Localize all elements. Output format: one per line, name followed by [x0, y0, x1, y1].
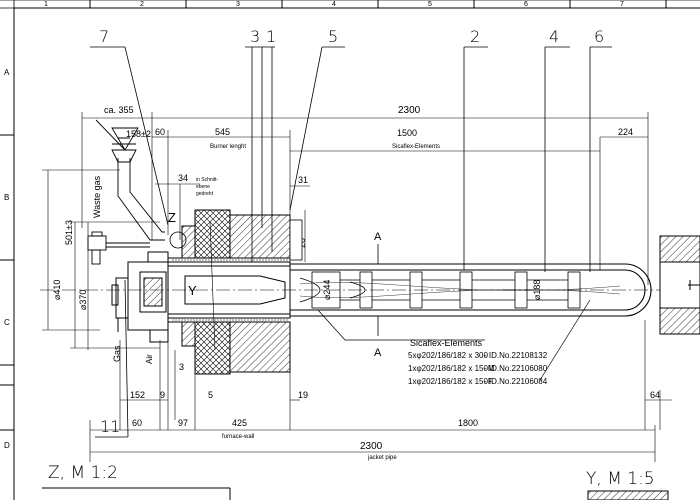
dim-5: 5	[208, 390, 213, 400]
y-view-marker: Y	[188, 283, 197, 298]
element-list-leader	[317, 309, 346, 341]
bottom-dimensions	[89, 320, 672, 462]
element-list-heading: Sicaflex-Elements	[410, 338, 483, 348]
dim-370: ⌀370	[78, 290, 88, 310]
z-view-marker: Z	[168, 210, 176, 225]
element-row-2-spec: 1xφ202/186/182 x 150M	[408, 364, 495, 373]
bottom-dimension-texts: 152 9 3 5 19 64 60 97 425 furnace-wall 1…	[130, 362, 660, 461]
y-detail-partial	[659, 235, 700, 335]
grid-row-c: C	[4, 318, 10, 327]
top-dimension-texts: ca. 355 158±2 60 545 Burner lenght 2300 …	[52, 105, 633, 310]
dim-224: 224	[618, 127, 633, 137]
burner-tube-coil	[172, 259, 288, 321]
element-list-leader-right	[539, 299, 591, 381]
section-a-bottom: A	[374, 347, 382, 359]
dim-2300-top: 2300	[398, 105, 421, 116]
grid-col-6: 6	[524, 1, 528, 8]
dim-158: 158±2	[126, 129, 151, 139]
dim-34: 34	[178, 173, 188, 183]
dim-60-top: 60	[155, 127, 165, 137]
element-row-3-id: - ID.No.22106084	[484, 377, 548, 386]
dim-ca355: ca. 355	[104, 105, 134, 115]
grid-col-1: 1	[44, 1, 48, 8]
grid-col-4: 4	[332, 1, 336, 8]
air-label: Air	[145, 354, 154, 364]
gas-label: Gas	[112, 345, 122, 362]
z-detail-circle	[169, 231, 187, 249]
jacket-pipe-label: jacket pipe	[367, 455, 397, 461]
gas-inlet	[87, 231, 150, 265]
balloons: 7 3 1 5 2 4 6 11	[99, 27, 604, 436]
flow-lines	[299, 282, 621, 298]
grid-col-5: 5	[428, 1, 432, 8]
balloon-5: 5	[328, 27, 338, 46]
dim-9: 9	[160, 390, 165, 400]
balloon-7: 7	[99, 27, 109, 46]
dim-425: 425	[232, 418, 247, 428]
jacket-pipe	[290, 263, 652, 317]
dim-2300-bottom: 2300	[360, 441, 383, 452]
dim-152: 152	[130, 390, 145, 400]
balloon-6: 6	[594, 27, 604, 46]
section-a-top: A	[374, 231, 382, 243]
sicaflex-elements-top-label: Sicaflex-Elements	[392, 144, 440, 150]
element-row-1-id: - ID.No.22108132	[484, 351, 548, 360]
waste-gas-pipe	[95, 119, 165, 241]
grid-col-7: 7	[620, 1, 624, 8]
dim-64: 64	[650, 390, 660, 400]
sicaflex-segments	[299, 271, 581, 309]
balloon-1: 1	[266, 27, 276, 46]
dim-545: 545	[215, 127, 230, 137]
dim-97: 97	[178, 418, 188, 428]
balloon-4: 4	[549, 27, 559, 46]
dim-3: 3	[179, 362, 184, 372]
element-row-1-spec: 5xφ202/186/182 x 300	[408, 351, 488, 360]
grid-col-2: 2	[140, 1, 144, 8]
detail-y-hatch-fragment	[587, 490, 669, 500]
dim-19: 19	[298, 390, 308, 400]
detail-y-title: Y, M 1:5	[586, 469, 655, 489]
dim-1500: 1500	[397, 128, 417, 138]
grid-labels: 1 2 3 4 5 6 7 A B C D	[4, 1, 624, 450]
element-row-2-id: - ID.No.22106080	[484, 364, 548, 373]
burner-head	[111, 251, 169, 343]
grid-row-b: B	[4, 193, 9, 202]
furnace-wall-label: furnace-wall	[222, 434, 254, 440]
cut-note-line1: in Schnitt-	[196, 177, 219, 183]
grid-row-a: A	[4, 68, 10, 77]
balloon-11: 11	[100, 417, 120, 436]
furnace-wall	[181, 209, 291, 375]
wall-blank-top	[289, 219, 303, 261]
dim-501: 501±3	[64, 220, 74, 245]
element-row-3-spec: 1xφ202/186/182 x 150F	[408, 377, 493, 386]
burner-length-label: Burner lenght	[210, 144, 246, 150]
detail-z-title: Z, M 1:2	[48, 463, 118, 483]
element-list: Sicaflex-Elements 5xφ202/186/182 x 300 -…	[408, 338, 548, 386]
dim-1800: 1800	[458, 418, 478, 428]
cut-note-line3: gedreht	[196, 191, 214, 197]
balloon-3: 3	[250, 27, 260, 46]
cut-note-line2: ebene	[196, 184, 210, 190]
dim-31: 31	[298, 175, 308, 185]
balloon-2: 2	[470, 27, 480, 46]
grid-col-3: 3	[236, 1, 240, 8]
dim-60-bottom: 60	[132, 418, 142, 428]
top-dimensions	[42, 112, 649, 351]
grid-row-d: D	[4, 441, 10, 450]
waste-gas-label: Waste gas	[92, 175, 102, 218]
